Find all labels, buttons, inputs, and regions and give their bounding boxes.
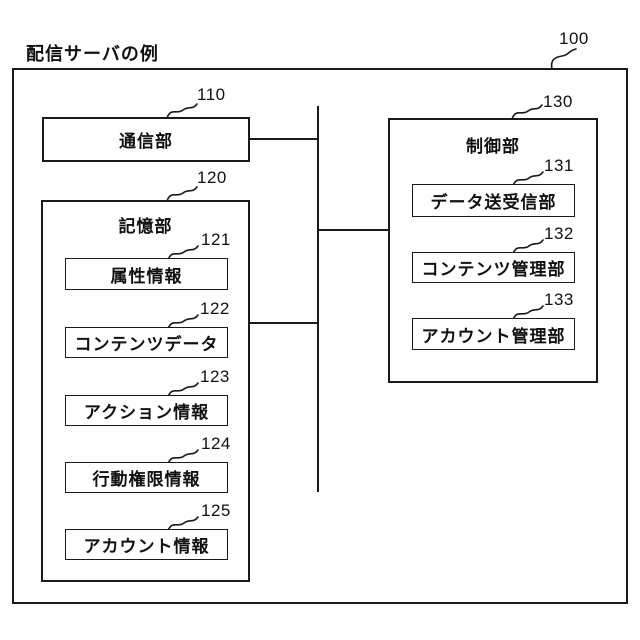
leader-line-130: [511, 104, 543, 120]
ref-100: 100: [559, 29, 589, 48]
leader-line-120: [166, 186, 198, 202]
action-authority-info-label: 行動権限情報: [92, 470, 201, 489]
ref-120: 120: [197, 168, 227, 187]
connector-storage-to-bus: [250, 322, 317, 324]
ref-125: 125: [201, 501, 231, 520]
leader-line-121: [167, 245, 199, 261]
connector-bus-to-control: [319, 229, 388, 231]
action-info-label: アクション情報: [83, 403, 210, 422]
ref-130: 130: [543, 92, 573, 111]
leader-line-133: [512, 305, 544, 321]
ref-124: 124: [201, 434, 231, 453]
account-management-box: アカウント管理部: [412, 318, 575, 350]
data-transceiver-box: データ送受信部: [412, 184, 575, 217]
leader-line-132: [512, 239, 544, 255]
ref-131: 131: [544, 156, 574, 175]
account-management-label: アカウント管理部: [421, 326, 566, 346]
leader-line-110: [166, 103, 198, 119]
attribute-info-box: 属性情報: [65, 258, 228, 290]
bus-line: [317, 106, 319, 492]
content-management-box: コンテンツ管理部: [412, 252, 575, 283]
content-data-label: コンテンツデータ: [74, 335, 219, 354]
storage-unit-label: 記憶部: [118, 217, 173, 236]
leader-line-100: [550, 48, 577, 70]
connector-communication-to-bus: [250, 138, 317, 140]
attribute-info-label: 属性情報: [110, 266, 183, 286]
action-info-box: アクション情報: [65, 395, 228, 426]
leader-line-131: [512, 171, 544, 187]
leader-line-123: [167, 382, 199, 398]
data-transceiver-label: データ送受信部: [430, 193, 557, 212]
storage-unit-box: 記憶部: [41, 200, 250, 582]
figure-title: 配信サーバの例: [26, 44, 159, 64]
ref-110: 110: [197, 85, 226, 104]
communication-unit-label: 通信部: [119, 132, 173, 151]
distribution-server-box: [12, 68, 628, 604]
ref-133: 133: [544, 290, 574, 309]
action-authority-info-box: 行動権限情報: [65, 462, 228, 493]
control-unit-box: 制御部: [388, 118, 598, 383]
communication-unit-box: 通信部: [42, 117, 250, 162]
account-info-label: アカウント情報: [83, 537, 210, 556]
leader-line-124: [167, 449, 199, 465]
ref-132: 132: [544, 224, 574, 243]
content-data-box: コンテンツデータ: [65, 327, 228, 358]
ref-123: 123: [200, 367, 230, 386]
content-management-label: コンテンツ管理部: [421, 260, 566, 279]
leader-line-125: [167, 516, 199, 532]
leader-line-122: [167, 314, 199, 330]
ref-121: 121: [201, 230, 231, 249]
ref-122: 122: [200, 299, 230, 318]
control-unit-label: 制御部: [466, 137, 520, 156]
account-info-box: アカウント情報: [65, 529, 228, 560]
